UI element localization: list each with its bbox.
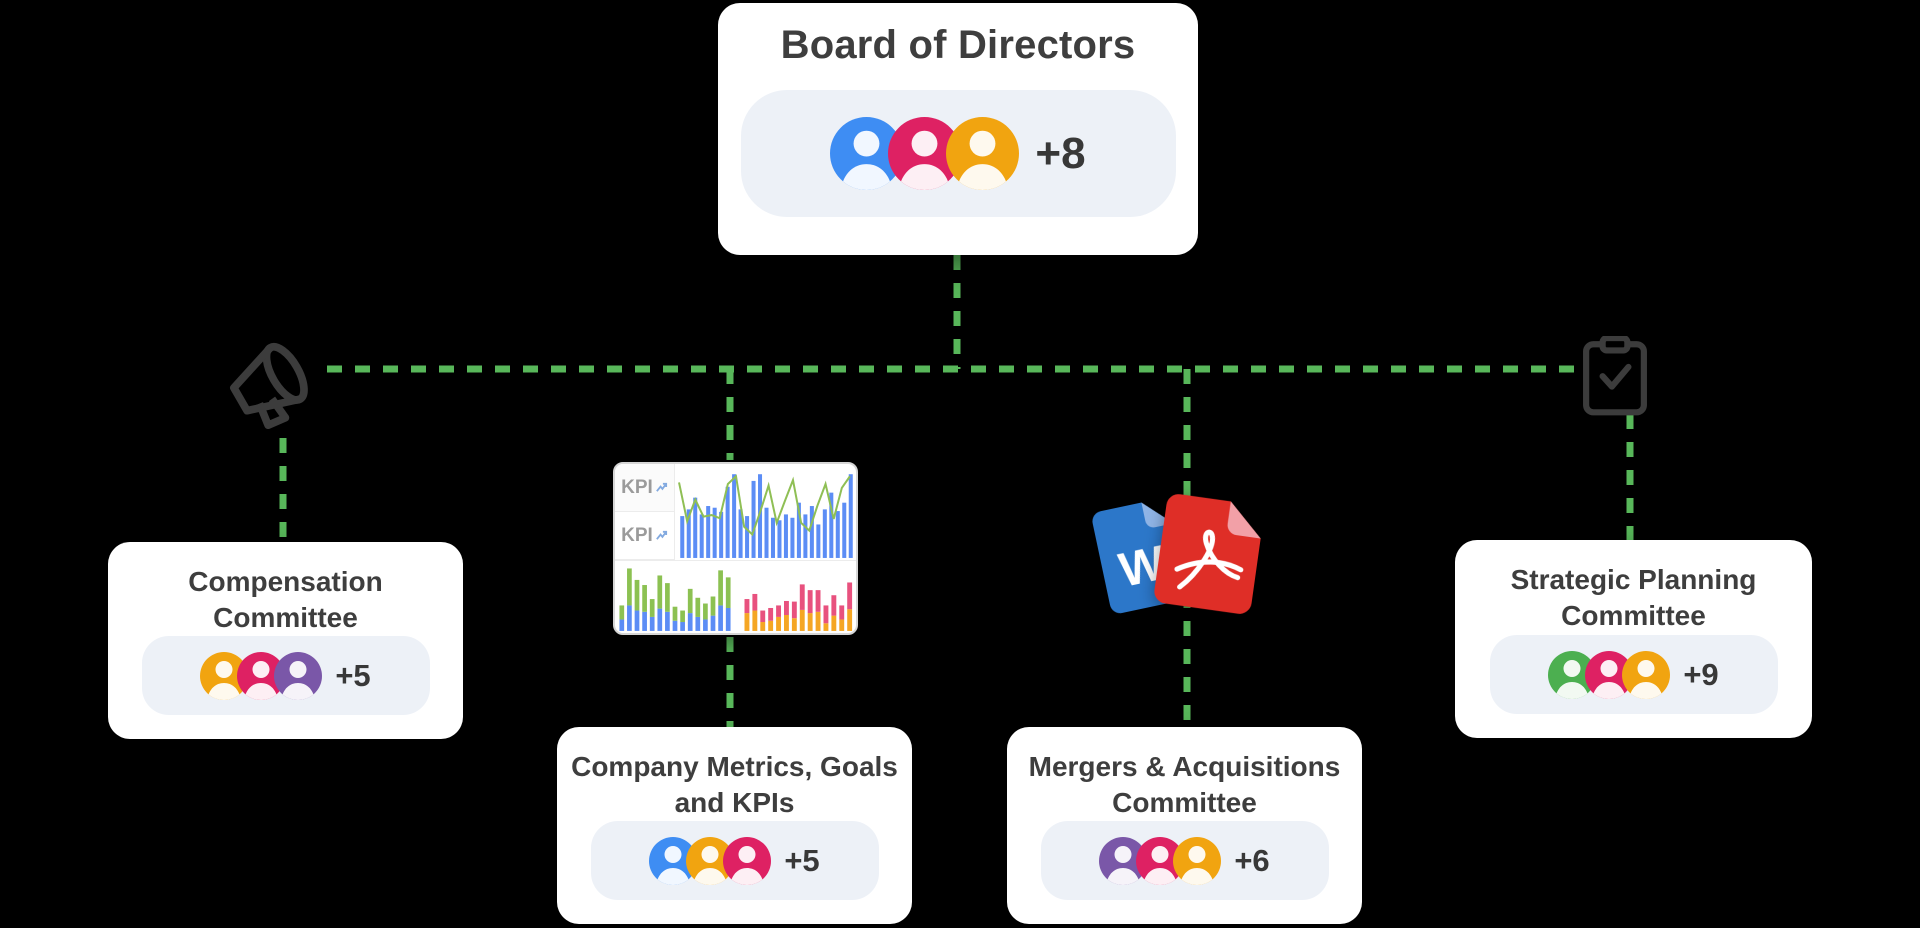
kpi-dashboard-thumbnail: KPI KPI: [613, 462, 858, 635]
kpi-label: KPI: [621, 524, 653, 546]
kpi-cell: KPI: [615, 512, 674, 560]
metrics-committee-card[interactable]: Company Metrics, Goals and KPIs +5: [557, 727, 912, 924]
clipboard-check-icon: [1582, 334, 1648, 416]
committee-title: Compensation Committee: [188, 566, 383, 633]
avatar-group: [1099, 836, 1222, 885]
extra-members-count: +6: [1234, 842, 1270, 878]
extra-members-count: +9: [1683, 656, 1719, 692]
member-avatar[interactable]: [723, 836, 772, 885]
kpi-label: KPI: [621, 476, 653, 498]
committee-members-pill[interactable]: +5: [590, 821, 879, 900]
member-avatar[interactable]: [274, 651, 323, 700]
extra-members-count: +5: [784, 842, 820, 878]
extra-members-count: +8: [1035, 128, 1086, 178]
member-avatar[interactable]: [1548, 650, 1597, 699]
committee-title: Company Metrics, Goals and KPIs: [571, 751, 898, 818]
strategic-committee-card[interactable]: Strategic Planning Committee +9: [1455, 540, 1812, 738]
kpi-stacked-bar-chart: [615, 560, 856, 631]
ma-committee-card[interactable]: Mergers & Acquisitions Committee +6: [1007, 727, 1362, 924]
avatar-group: [1548, 650, 1671, 699]
member-avatar[interactable]: [649, 836, 698, 885]
avatar-group: [830, 117, 1020, 190]
megaphone-icon: [218, 328, 328, 440]
avatar-group: [200, 651, 323, 700]
board-card[interactable]: Board of Directors +8: [718, 3, 1198, 255]
member-avatar[interactable]: [1173, 836, 1222, 885]
committee-title: Strategic Planning Committee: [1510, 564, 1757, 631]
kpi-bar-line-chart: [678, 474, 853, 558]
member-avatar[interactable]: [946, 117, 1020, 190]
trend-arrow-icon: [655, 530, 667, 540]
committee-members-pill[interactable]: +6: [1040, 821, 1329, 900]
kpi-cell: KPI: [615, 464, 674, 512]
kpi-label-column: KPI KPI: [615, 464, 675, 560]
trend-arrow-icon: [655, 482, 667, 492]
board-members-pill[interactable]: +8: [740, 90, 1176, 217]
committee-title: Mergers & Acquisitions Committee: [1028, 751, 1341, 818]
document-icons: W: [1092, 492, 1273, 624]
pdf-document-icon: [1153, 492, 1266, 617]
board-title: Board of Directors: [780, 23, 1136, 67]
member-avatar[interactable]: [1622, 650, 1671, 699]
avatar-group: [649, 836, 772, 885]
committee-members-pill[interactable]: +9: [1489, 635, 1778, 714]
acrobat-swirl-icon: [1174, 529, 1244, 590]
committee-members-pill[interactable]: +5: [141, 636, 430, 715]
member-avatar[interactable]: [1585, 650, 1634, 699]
extra-members-count: +5: [335, 657, 371, 693]
compensation-committee-card[interactable]: Compensation Committee +5: [108, 542, 463, 739]
